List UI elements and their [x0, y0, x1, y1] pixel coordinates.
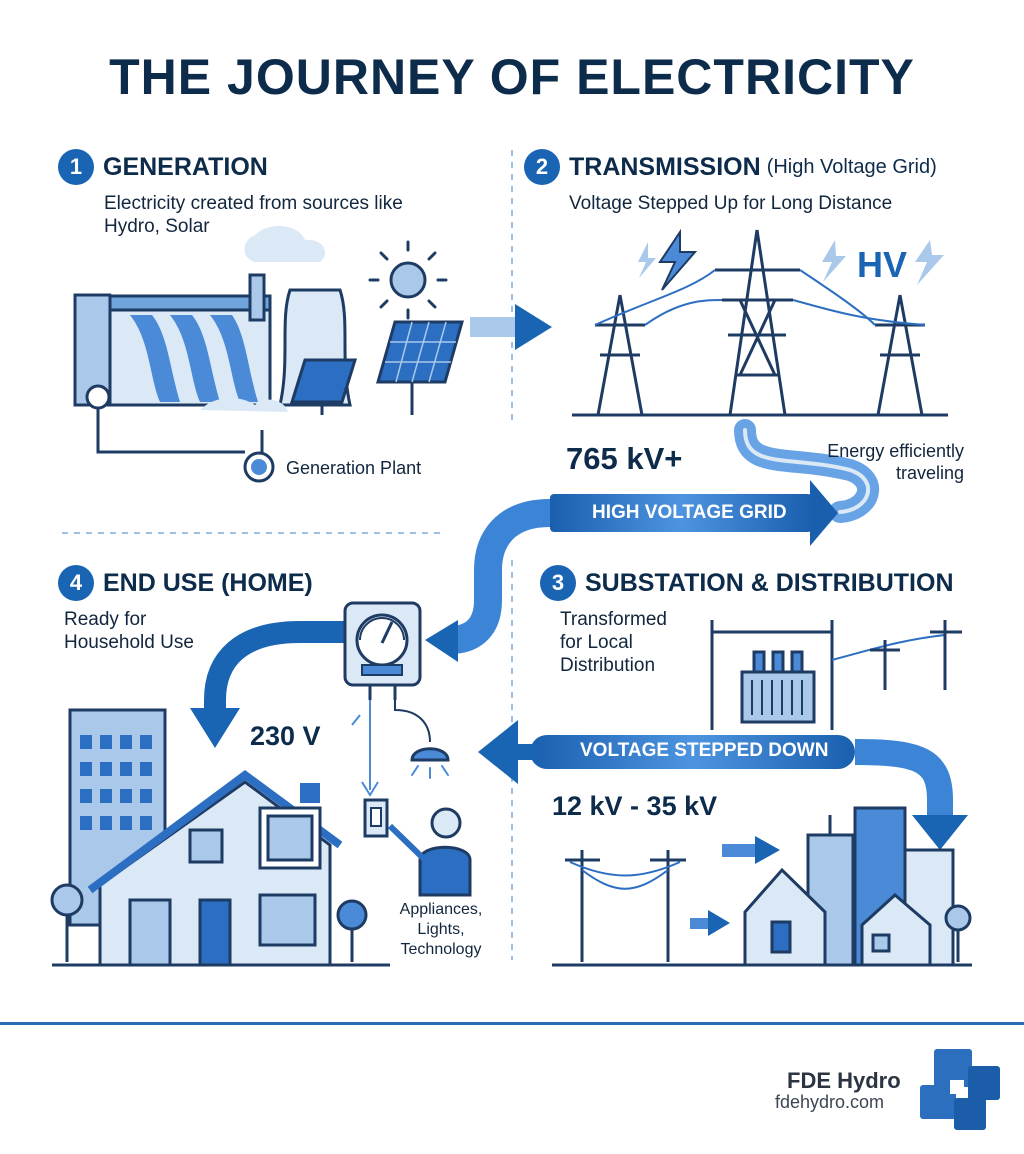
lightning-icon: [638, 228, 944, 291]
step-badge-2: 2: [524, 149, 560, 185]
transmission-towers: [572, 229, 948, 417]
house-icon: [87, 770, 343, 967]
solar-panel-icon: [289, 320, 464, 415]
appliances-line3: Technology: [400, 941, 482, 958]
generation-desc-line2: Hydro, Solar: [104, 216, 210, 237]
section-transmission-description: Voltage Stepped Up for Long Distance: [569, 193, 893, 214]
section-end-use-header: 4 END USE (HOME): [58, 565, 313, 601]
divider-lines: [62, 150, 513, 960]
energy-note-line1: Energy efficiently: [827, 441, 964, 461]
high-voltage-grid-label: HIGH VOLTAGE GRID: [592, 502, 787, 523]
page-title: THE JOURNEY OF ELECTRICITY: [109, 49, 915, 105]
step-badge-3: 3: [540, 565, 576, 601]
section-end-use-title: END USE (HOME): [103, 568, 313, 597]
energy-flow-ribbon: [734, 419, 880, 523]
generation-circuit: [85, 384, 275, 483]
generation-plant-label: Generation Plant: [286, 458, 422, 478]
section-generation-title: GENERATION: [103, 152, 268, 181]
distribution-arrows: [690, 836, 780, 936]
energy-note: Energy efficiently traveling: [804, 440, 964, 484]
appliances-label: Appliances, Lights, Technology: [388, 900, 494, 960]
brand-url: fdehydro.com: [775, 1092, 885, 1112]
meter-arrow: [190, 621, 345, 748]
substation-desc-line2: for Local: [560, 632, 633, 653]
sun-icon: [368, 240, 448, 320]
electric-meter-icon: [343, 601, 422, 700]
voltage-stepped-down-label: VOLTAGE STEPPED DOWN: [580, 740, 829, 761]
person-switch-icon: [363, 798, 472, 897]
transmission-voltage: 765 kV+: [566, 441, 683, 476]
section-transmission-subtitle: (High Voltage Grid): [766, 155, 937, 178]
appliances-line1: Appliances,: [399, 901, 483, 918]
footer-divider: [0, 1022, 1024, 1025]
brand-logo-icon: [920, 1049, 1000, 1130]
distribution-poles: [565, 850, 686, 962]
section-transmission-header: 2 TRANSMISSION (High Voltage Grid): [524, 149, 937, 185]
section-generation-description: Electricity created from sources like Hy…: [104, 192, 403, 238]
tree-icons: [50, 883, 390, 967]
voltage-stepped-down-banner: [478, 720, 968, 850]
city-buildings-icon: [552, 806, 972, 967]
section-end-use-description: Ready for Household Use: [64, 608, 194, 654]
section-substation-description: Transformed for Local Distribution: [560, 608, 667, 677]
section-transmission-title: TRANSMISSION: [569, 152, 761, 181]
energy-note-line2: traveling: [895, 463, 964, 483]
distribution-voltage: 12 kV - 35 kV: [552, 791, 718, 821]
section-substation-header: 3 SUBSTATION & DISTRIBUTION: [540, 565, 954, 601]
section-substation-title: SUBSTATION & DISTRIBUTION: [585, 568, 954, 597]
section-generation-header: 1 GENERATION: [58, 149, 268, 185]
appliances-line2: Lights,: [417, 921, 465, 938]
generation-desc-line1: Electricity created from sources like: [104, 193, 403, 214]
end-use-voltage: 230 V: [250, 721, 321, 751]
brand-name: FDE Hydro: [787, 1068, 901, 1093]
end-use-desc-line1: Ready for: [64, 609, 147, 630]
transformer-icon: [710, 620, 962, 730]
step-badge-1: 1: [58, 149, 94, 185]
high-voltage-grid-banner: [425, 480, 838, 662]
end-use-desc-line2: Household Use: [64, 632, 194, 653]
step-badge-4: 4: [58, 565, 94, 601]
flow-arrow-generation: [470, 304, 552, 350]
substation-desc-line1: Transformed: [560, 609, 667, 630]
wiring: [351, 700, 431, 797]
lamp-icon: [410, 747, 450, 779]
hv-badge: HV: [857, 244, 908, 285]
substation-desc-line3: Distribution: [560, 655, 656, 676]
